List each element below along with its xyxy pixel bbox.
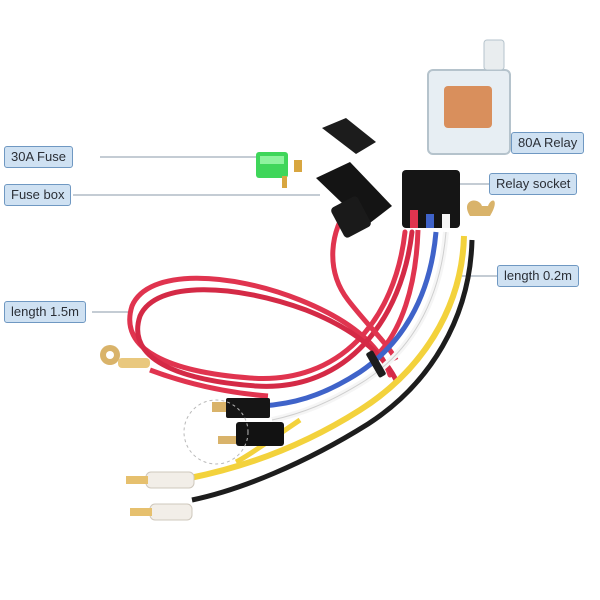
spade-terminal-top [467, 200, 495, 216]
label-80a-relay: 80A Relay [511, 132, 585, 154]
red-wire-loop-outer [127, 229, 408, 381]
cable-tie [366, 350, 386, 378]
relay-socket [402, 170, 460, 228]
label-length-0-2m: length 0.2m [497, 265, 579, 287]
relay-icon [427, 39, 511, 155]
label-30a-fuse: 30A Fuse [4, 146, 73, 168]
black-wire [191, 239, 475, 503]
fuse-icon [256, 152, 302, 188]
highlight-circle [183, 399, 249, 465]
ring-terminal [100, 345, 150, 368]
red-wire-to-ring [149, 367, 269, 399]
blue-wire [261, 231, 439, 409]
label-length-1-5m: length 1.5m [4, 301, 86, 323]
black-connector-blocks [212, 398, 284, 446]
yellow-wire [189, 235, 467, 481]
label-relay-socket: Relay socket [489, 173, 578, 195]
white-wire [271, 231, 449, 423]
female-connector-bottom [130, 503, 193, 521]
red-wire-loop-inner [135, 229, 415, 389]
white-wire-outline [271, 231, 447, 421]
female-connector-top [126, 471, 195, 489]
red-wire-socket-down [378, 229, 421, 354]
fuse-holder [316, 118, 392, 238]
label-fuse-box: Fuse box [4, 184, 72, 206]
